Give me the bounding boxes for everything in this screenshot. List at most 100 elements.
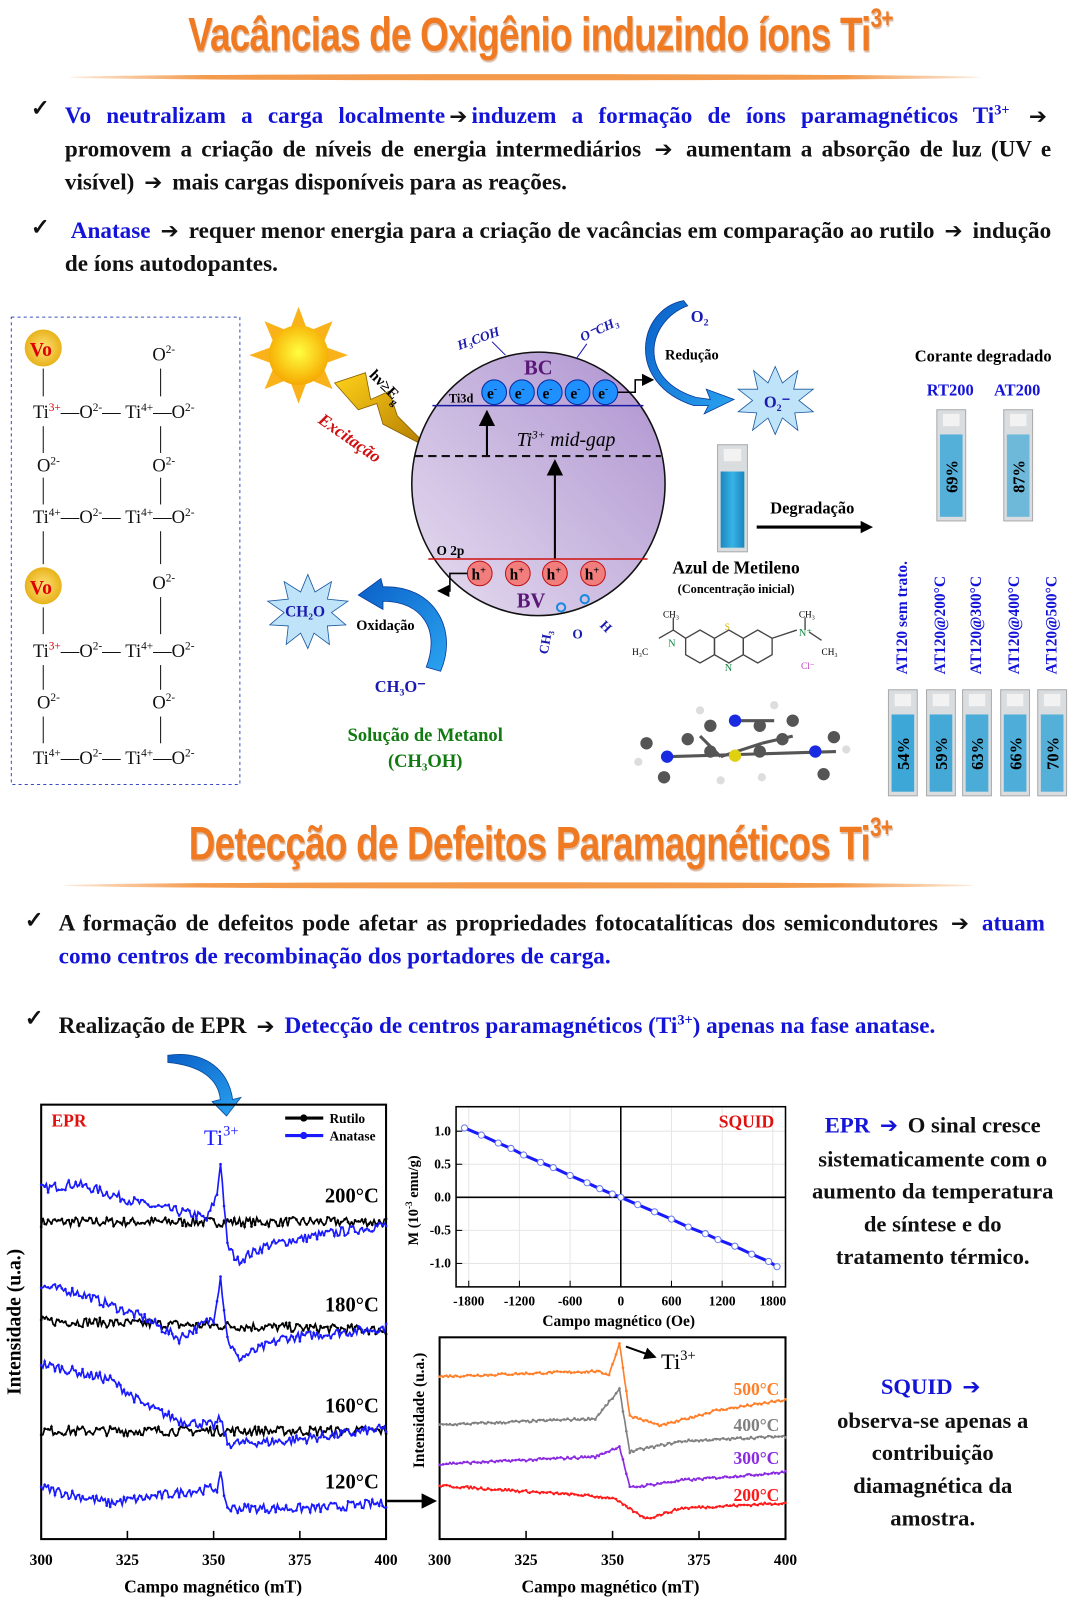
vial-label: AT120@400°C	[1006, 576, 1023, 674]
title-underline	[63, 882, 974, 889]
x-tick-label: 400	[774, 1552, 797, 1569]
svg-text:N⁺: N⁺	[799, 628, 812, 639]
pointer-arrow-icon	[167, 1054, 242, 1117]
squid-point	[608, 1190, 616, 1198]
anatase-180°C	[39, 1275, 388, 1363]
hole: h+	[504, 560, 531, 587]
svg-text:e-: e-	[570, 385, 580, 402]
oxygen-ion: O2-	[152, 573, 175, 594]
lattice-row: Ti3+—O2-— Ti4+—O2-	[33, 402, 195, 423]
squid-ylabel: M (10-3 emu/g)	[405, 1155, 422, 1245]
legend-rutilo: Rutilo	[329, 1111, 365, 1126]
vial-label: RT200	[927, 380, 974, 399]
excitation-label: Excitação	[314, 408, 385, 466]
section1-title-sup: 3+	[870, 2, 894, 33]
temperature-label: 160°C	[325, 1395, 379, 1417]
svg-text:H₃C: H₃C	[632, 648, 648, 658]
reduction-arrow-icon	[645, 300, 736, 415]
bullet1-part5: mais cargas disponíveis para as reações.	[172, 168, 567, 195]
rutilo-180°C	[39, 1315, 388, 1337]
squid-point	[701, 1230, 709, 1238]
bottom-molecule-h: H	[597, 617, 615, 635]
y-tick-label: 0.0	[434, 1189, 451, 1204]
x-tick-label: 325	[514, 1552, 537, 1569]
vial-percent: 69%	[942, 460, 961, 493]
svg-text:e-: e-	[515, 385, 525, 402]
temperature-label: 200°C	[325, 1185, 379, 1207]
o2p-label: O 2p	[437, 543, 465, 558]
oxygen-ion: O2-	[152, 344, 175, 365]
x-tick-label: -1800	[453, 1293, 485, 1308]
squid-conclusion-label: SQUID	[880, 1373, 953, 1400]
svg-text:e-: e-	[598, 385, 608, 402]
series-label: 300°C	[733, 1448, 779, 1468]
vial-initial	[717, 444, 748, 553]
svg-text:N: N	[725, 663, 733, 674]
methylene-blue-3d-model	[634, 701, 851, 785]
methylene-blue-atoms: CH₃ H₃C N S N N⁺ CH₃ CH₃ Cl⁻	[632, 611, 838, 675]
vacancy-label: Vo	[30, 578, 52, 599]
zoom-xlabel: Campo magnético (mT)	[522, 1577, 700, 1597]
check-icon	[25, 1005, 44, 1032]
rutilo-180°C-line	[40, 1315, 387, 1337]
methylene-blue-structure	[658, 617, 822, 664]
series-500°C	[438, 1342, 787, 1428]
bullet3-part2: atuam como centros de recombinação dos p…	[58, 910, 1045, 969]
x-tick-label: 350	[601, 1552, 624, 1569]
oxidation-label: Oxidação	[356, 618, 414, 634]
temperature-label: 180°C	[325, 1295, 379, 1317]
x-tick-label: 0	[617, 1293, 624, 1308]
vial-label: AT120 sem trato.	[894, 561, 911, 674]
vial-label: AT200	[994, 380, 1040, 399]
series-200°C	[438, 1483, 787, 1520]
vacancy-marker	[24, 567, 62, 605]
bullet1-part1: Vo neutralizam a carga localmente	[64, 102, 446, 129]
svg-text:CH₃: CH₃	[663, 611, 679, 621]
lattice-row: Ti4+—O2-— Ti4+—O2-	[33, 748, 195, 769]
x-tick-label: 400	[374, 1552, 397, 1569]
vial-AT120@500°C: 70%	[1037, 689, 1068, 797]
x-tick-label: 325	[116, 1552, 139, 1569]
epr-xlabel: Campo magnético (mT)	[124, 1577, 302, 1597]
series-400°C-line	[439, 1386, 787, 1455]
bullet1-part2: induzem a formação de íons paramagnético…	[471, 102, 995, 129]
vial-percent: 54%	[894, 737, 913, 770]
squid-point	[667, 1215, 676, 1223]
formaldehyde-burst-icon	[266, 573, 350, 650]
lightning-icon	[333, 372, 431, 450]
midgap-label: Ti3+ mid-gap	[517, 430, 616, 451]
vial-percent: 63%	[968, 737, 987, 770]
initial-concentration-note: (Concentração inicial)	[678, 582, 795, 596]
sun-icon	[249, 306, 348, 404]
title-underline	[70, 74, 981, 81]
oxygen-ion: O2-	[37, 455, 60, 476]
bullet2-part2: requer menor energia para a criação de v…	[188, 217, 935, 243]
svg-text:h+: h+	[585, 565, 600, 583]
electron: e-	[536, 379, 563, 406]
bottom-molecule-o: O	[572, 626, 582, 641]
methanol-solution-label: Solução de Metanol	[348, 725, 503, 746]
epr-conclusion-text: O sinal cresce sistematicamente com o au…	[811, 1111, 1054, 1270]
svg-text:N: N	[668, 639, 676, 650]
x-tick-label: 600	[661, 1293, 681, 1308]
squid-point	[549, 1163, 557, 1172]
bullet2-part1: Anatase	[70, 217, 151, 243]
squid-point	[494, 1139, 502, 1147]
anatase-200°C-line	[41, 1164, 387, 1267]
rutilo-200°C-line	[40, 1214, 387, 1230]
squid-point	[714, 1236, 722, 1244]
lattice-box	[10, 316, 241, 785]
series-label: 400°C	[733, 1415, 779, 1435]
squid-xlabel: Campo magnético (Oe)	[542, 1313, 695, 1330]
vial-AT120 sem trato.: 54%	[887, 689, 918, 797]
zoom-ylabel: Intensidade (u.a.)	[411, 1353, 428, 1468]
o2-label: O₂	[691, 307, 709, 326]
oxygen-ion: O2-	[37, 692, 60, 713]
bullet4-part2: Detecção de centros paramagnéticos (Ti	[284, 1012, 678, 1039]
squid-point	[507, 1144, 515, 1153]
vial-label: AT120@300°C	[968, 576, 985, 674]
svg-text:h+: h+	[510, 565, 525, 583]
squid-point	[583, 1179, 591, 1187]
